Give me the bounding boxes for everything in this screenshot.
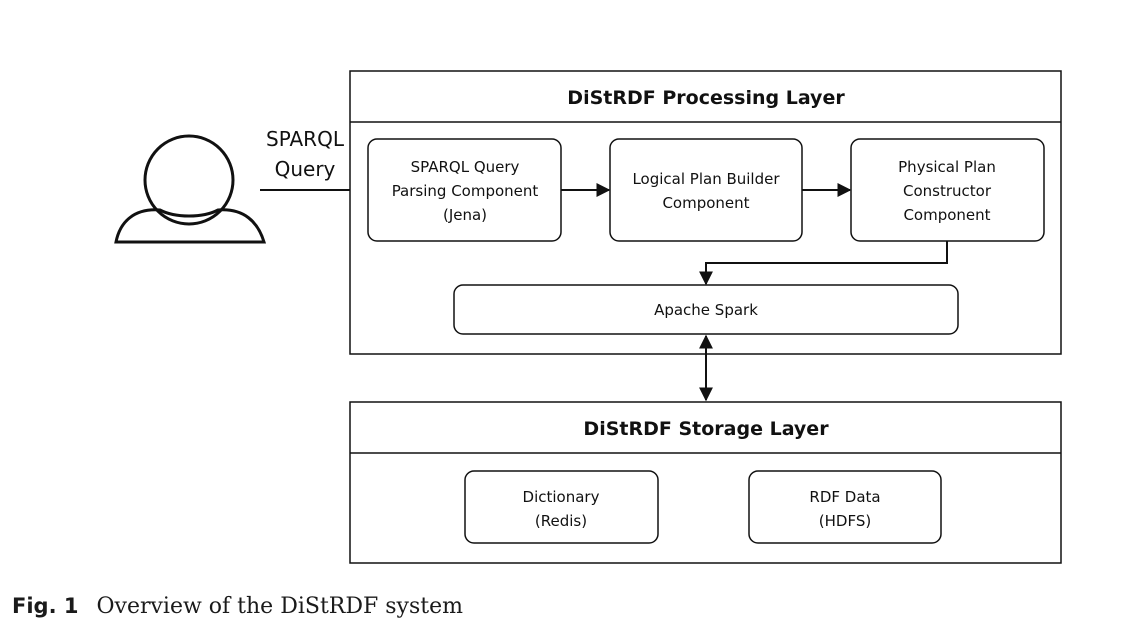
query-label-line1: SPARQL (266, 127, 345, 151)
apache-spark-box (453, 284, 959, 335)
dictionary-store (464, 470, 659, 544)
storage-layer-title: DiStRDF Storage Layer (583, 418, 829, 440)
logical-plan-component (609, 138, 803, 242)
processing-layer: DiStRDF Processing Layer SPARQL Query Pa… (349, 70, 1062, 355)
query-label-line2: Query (275, 157, 336, 181)
logical-plan-line2: Component (662, 194, 749, 212)
rdf-data-line2: (HDFS) (819, 512, 871, 530)
user-icon (114, 134, 267, 244)
physical-plan-line2: Constructor (903, 182, 992, 200)
figure-caption: Fig. 1 Overview of the DiStRDF system (12, 594, 463, 624)
rdf-data-store (748, 470, 942, 544)
processing-layer-title: DiStRDF Processing Layer (567, 87, 845, 109)
dictionary-line2: (Redis) (535, 512, 587, 530)
physical-plan-line3: Component (903, 206, 990, 224)
figure-label: Fig. 1 (12, 594, 79, 618)
parsing-component-line3: (Jena) (443, 206, 487, 224)
rdf-data-line1: RDF Data (809, 488, 880, 506)
apache-spark-label: Apache Spark (654, 301, 758, 319)
parsing-component-line2: Parsing Component (392, 182, 539, 200)
figure-caption-text: Overview of the DiStRDF system (96, 594, 463, 619)
physical-plan-line1: Physical Plan (898, 158, 996, 176)
dictionary-line1: Dictionary (523, 488, 600, 506)
physical-to-spark-arrow (699, 241, 948, 286)
storage-layer: DiStRDF Storage Layer Dictionary (Redis)… (349, 401, 1062, 564)
parsing-component-line1: SPARQL Query (411, 158, 520, 176)
logical-plan-line1: Logical Plan Builder (632, 170, 780, 188)
